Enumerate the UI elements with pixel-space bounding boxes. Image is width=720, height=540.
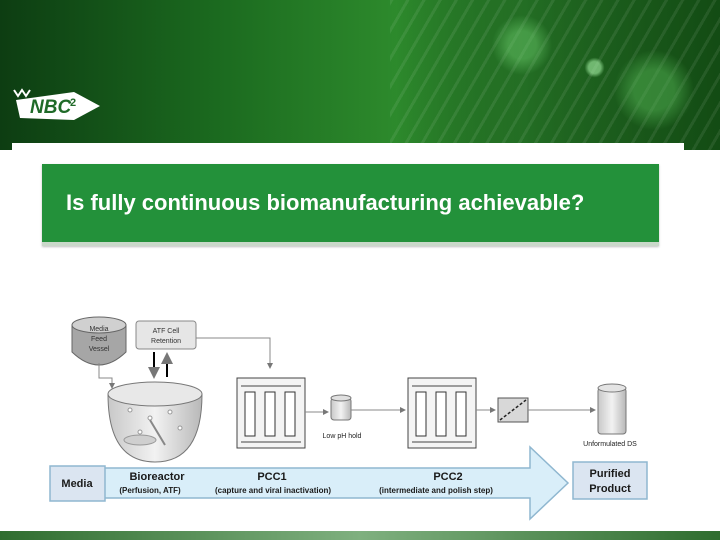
nbc2-logo: NBC 2 — [13, 88, 100, 120]
bioreactor-sublabel: (Perfusion, ATF) — [119, 486, 181, 495]
pcc1-columns — [236, 377, 306, 449]
media-box: Media — [49, 465, 106, 502]
process-flow-arrow — [103, 445, 570, 521]
logo-superscript: 2 — [70, 97, 76, 109]
filter-unit — [497, 397, 529, 423]
media-feed-vessel: Media Feed Vessel — [71, 316, 127, 366]
unformulated-ds-label: Unformulated DS — [583, 441, 637, 448]
low-ph-hold-label: Low pH hold — [323, 433, 362, 440]
purified-label-1: Purified — [590, 468, 631, 480]
bioreactor-label: Bioreactor — [129, 471, 185, 483]
media-feed-label-3: Vessel — [89, 346, 110, 353]
atf-label-2: Retention — [151, 338, 181, 345]
header-lab-photo — [390, 0, 720, 150]
bioreactor-vessel — [107, 381, 203, 463]
purified-product-box: Purified Product — [572, 461, 648, 500]
media-feed-label-1: Media — [89, 326, 108, 333]
purified-label-2: Product — [589, 483, 631, 495]
footer-band — [0, 531, 720, 540]
slide-title: Is fully continuous biomanufacturing ach… — [66, 190, 585, 215]
media-label: Media — [61, 478, 93, 490]
atf-cell-retention: ATF Cell Retention — [135, 320, 197, 350]
pcc1-label: PCC1 — [257, 471, 286, 483]
unformulated-ds-vessel: Unformulated DS — [583, 383, 637, 448]
pcc2-sublabel: (intermediate and polish step) — [379, 486, 493, 495]
atf-to-pcc1-line — [196, 337, 273, 369]
atf-label-1: ATF Cell — [153, 328, 180, 335]
title-banner: Is fully continuous biomanufacturing ach… — [42, 164, 659, 246]
media-feed-label-2: Feed — [91, 336, 107, 343]
logo-text: NBC — [30, 97, 71, 118]
low-ph-hold-vessel: Low pH hold — [323, 394, 362, 440]
media-to-bioreactor-line — [98, 363, 115, 389]
pcc2-label: PCC2 — [433, 471, 462, 483]
pcc2-columns — [407, 377, 477, 449]
pcc1-sublabel: (capture and viral inactivation) — [215, 486, 331, 495]
